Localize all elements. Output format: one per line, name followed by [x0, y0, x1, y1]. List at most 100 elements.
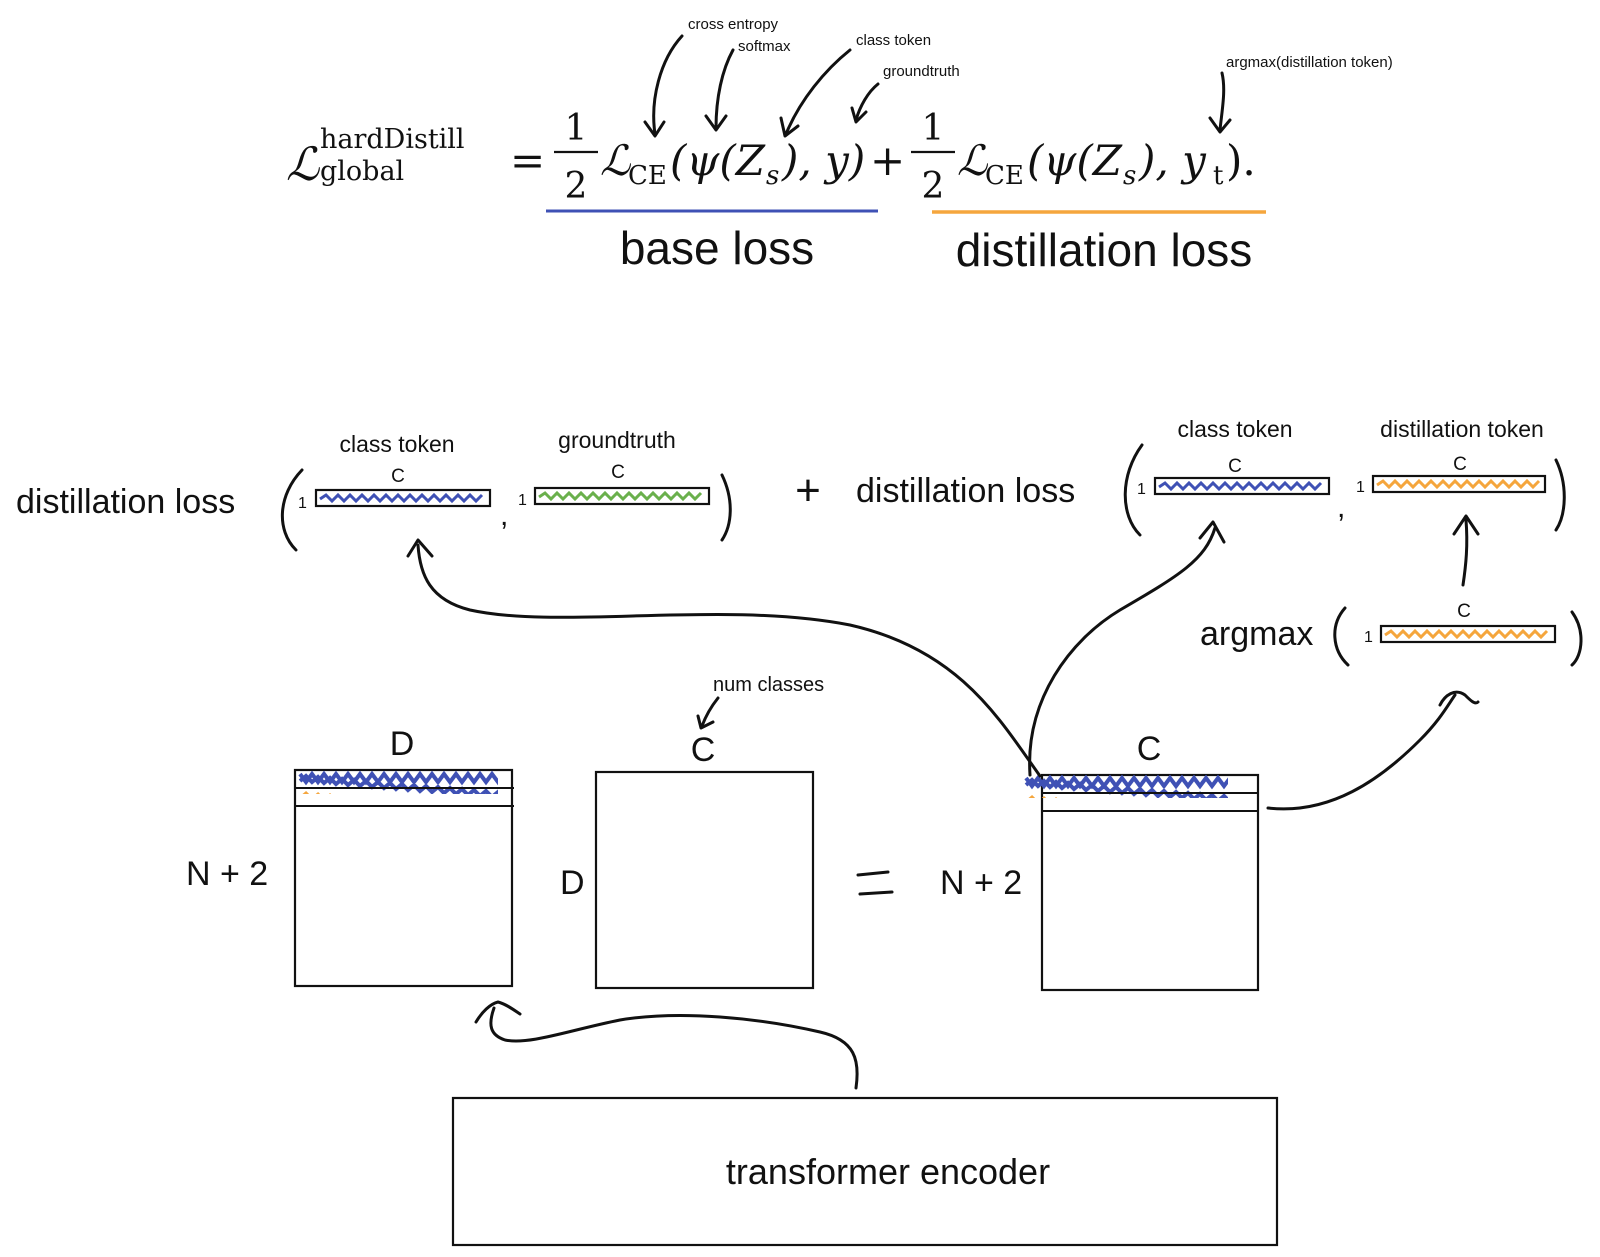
- formula-half2-den: 2: [922, 166, 945, 207]
- logits-matrix: C N + 2: [940, 730, 1260, 992]
- m1-cols-label: D: [390, 725, 415, 763]
- annotation-class-token: class token: [856, 32, 931, 49]
- annotation-groundtruth: groundtruth: [883, 63, 960, 80]
- right-close-paren: [1554, 458, 1566, 532]
- left-vec1-dim: C: [391, 466, 405, 487]
- arrowhead-right-loss: [1198, 520, 1226, 544]
- formula-term2-end: ).: [1226, 136, 1256, 185]
- formula-t-sub: t: [1213, 161, 1224, 191]
- arrow-cross-entropy: [652, 34, 684, 136]
- formula-term2-args: (ψ(Z: [1027, 136, 1123, 185]
- left-vec1-title: class token: [339, 431, 454, 457]
- formula-term2-tail: ), y: [1138, 136, 1207, 185]
- m3-cols-label: C: [1137, 730, 1162, 768]
- m1-rows-label: N + 2: [186, 855, 268, 893]
- formula-L: ℒ: [286, 137, 320, 191]
- argmax-group: argmax C 1: [1200, 601, 1583, 667]
- formula-annotations: cross entropy softmax class token ground…: [643, 16, 1393, 138]
- m2-box: [594, 770, 815, 990]
- encoder-label: transformer encoder: [726, 1151, 1050, 1192]
- argmax-dim: C: [1457, 601, 1471, 622]
- distillation-loss-label: distillation loss: [956, 224, 1253, 276]
- left-vec2-dim: C: [611, 462, 625, 483]
- arrowhead-argmax-input: [1438, 690, 1480, 707]
- left-groundtruth-scribble: [538, 490, 703, 502]
- loss-formula: ℒ hardDistill global = 1 2 ℒ CE (ψ(Z s )…: [286, 108, 1256, 207]
- left-class-token-scribble: [319, 492, 484, 504]
- left-comma: ,: [500, 499, 508, 532]
- equals-top-stroke: [856, 870, 890, 877]
- annotation-cross-entropy: cross entropy: [688, 16, 779, 33]
- formula-ce-sub-2: CE: [985, 161, 1024, 191]
- m3-box: [1040, 773, 1260, 992]
- m2-note-arrowhead: [696, 714, 715, 730]
- right-distillation-loss: distillation loss class token C 1 , dist…: [856, 416, 1566, 537]
- left-loss-label: distillation loss: [16, 483, 235, 521]
- arrow-argmax-to-right-loss: [1461, 518, 1469, 587]
- argmax-rows: 1: [1364, 629, 1373, 646]
- m3-rows-label: N + 2: [940, 864, 1022, 902]
- formula-ce-sub-1: CE: [628, 161, 667, 191]
- formula-L-ce-1: ℒ: [600, 136, 631, 185]
- arrow-encoder-to-embeddings: [489, 1006, 859, 1090]
- right-class-token-scribble: [1158, 480, 1323, 492]
- argmax-close-paren: [1570, 610, 1583, 667]
- arrow-groundtruth: [854, 82, 880, 122]
- argmax-scribble: [1384, 628, 1549, 640]
- arrowhead-embeddings: [474, 1000, 522, 1024]
- arrow-class-token-to-left-loss: [416, 543, 1042, 778]
- embedding-matrix: D N + 2: [186, 725, 514, 988]
- right-vec1-dim: C: [1228, 456, 1242, 477]
- argmax-label: argmax: [1200, 615, 1313, 653]
- left-vec1-rows: 1: [298, 495, 307, 512]
- formula-term1-args: (ψ(Z: [670, 136, 766, 185]
- annotation-argmax: argmax(distillation token): [1226, 54, 1393, 71]
- right-loss-label: distillation loss: [856, 472, 1075, 510]
- right-vec2-title: distillation token: [1380, 416, 1544, 442]
- right-vec1-rows: 1: [1137, 481, 1146, 498]
- m2-cols-label: C: [691, 731, 716, 769]
- arrowhead-argmax-output: [1452, 514, 1480, 536]
- formula-s-sub-2: s: [1123, 161, 1136, 191]
- loss-plus-sign: +: [795, 466, 821, 515]
- right-open-paren: [1123, 443, 1144, 537]
- annotation-softmax: softmax: [738, 38, 791, 55]
- base-loss-label: base loss: [620, 222, 814, 274]
- left-close-paren: [720, 473, 732, 542]
- arrowhead-left-loss: [406, 538, 434, 558]
- transformer-encoder: transformer encoder: [451, 1096, 1279, 1247]
- arrow-class-token: [784, 48, 852, 136]
- formula-subscript: global: [320, 156, 404, 187]
- right-distillation-token-scribble: [1376, 478, 1541, 490]
- formula-s-sub-1: s: [766, 161, 779, 191]
- arrow-argmax: [1218, 71, 1226, 132]
- arrowhead-cross-entropy: [643, 120, 666, 138]
- m2-note: num classes: [713, 674, 824, 696]
- m1-box: [293, 768, 514, 988]
- formula-plus: +: [870, 136, 905, 185]
- encoder-box: [451, 1096, 1279, 1247]
- argmax-open-paren: [1333, 606, 1350, 667]
- arrow-class-token-to-right-loss: [1028, 526, 1217, 777]
- right-vec2-dim: C: [1453, 454, 1467, 475]
- left-vec2-title: groundtruth: [558, 427, 676, 453]
- matrix-equals: [856, 870, 894, 896]
- formula-term1-tail: ), y): [781, 136, 865, 185]
- arrow-distillation-token-to-argmax: [1266, 693, 1457, 811]
- left-vec2-rows: 1: [518, 492, 527, 509]
- formula-L-ce-2: ℒ: [957, 136, 988, 185]
- arrowhead-class-token: [779, 116, 800, 138]
- arrowhead-argmax: [1208, 116, 1232, 134]
- m2-rows-label: D: [560, 864, 585, 902]
- left-distillation-loss: distillation loss class token C 1 , grou…: [16, 427, 732, 552]
- classifier-matrix: C D num classes: [560, 674, 824, 990]
- formula-equals: =: [510, 136, 545, 185]
- formula-half1-num: 1: [565, 108, 588, 149]
- formula-half1-den: 2: [565, 166, 588, 207]
- equals-bottom-stroke: [858, 890, 894, 896]
- right-vec1-title: class token: [1177, 416, 1292, 442]
- formula-half2-num: 1: [922, 108, 945, 149]
- right-vec2-rows: 1: [1356, 479, 1365, 496]
- arrowhead-softmax: [704, 114, 728, 132]
